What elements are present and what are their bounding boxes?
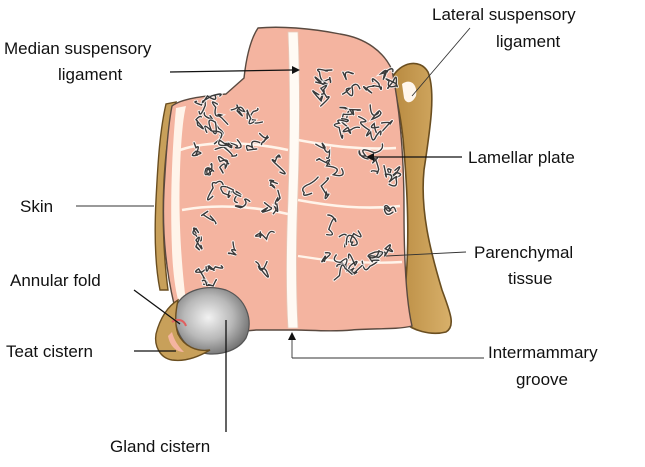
duct — [245, 140, 261, 151]
duct — [217, 156, 230, 174]
lateral-skin-flap — [391, 62, 453, 335]
duct — [227, 241, 237, 256]
duct — [321, 252, 331, 263]
duct — [272, 189, 281, 215]
label-intermammary-groove: Intermammary groove — [488, 343, 602, 389]
duct — [261, 202, 273, 213]
duct — [258, 132, 269, 146]
duct — [255, 260, 270, 278]
duct — [201, 279, 218, 287]
median-ligament — [286, 31, 300, 329]
duct — [234, 198, 251, 209]
duct — [271, 154, 286, 175]
label-parenchymal-tissue: Parenchymal tissue — [474, 243, 578, 288]
duct — [370, 157, 380, 175]
duct — [342, 126, 361, 134]
duct — [254, 230, 275, 241]
label-lateral-suspensory-ligament: Lateral suspensory ligament — [432, 5, 580, 51]
leader-lines — [76, 27, 484, 432]
duct — [230, 104, 246, 117]
duct — [269, 179, 278, 189]
duct — [246, 109, 255, 125]
duct — [378, 68, 394, 81]
duct — [316, 68, 333, 84]
duct — [302, 176, 319, 196]
duct — [383, 204, 397, 216]
duct — [383, 165, 398, 187]
duct — [387, 166, 402, 180]
label-median-suspensory-ligament: Median suspensory ligament — [4, 39, 156, 84]
duct — [191, 142, 202, 157]
left-lateral-ligament — [171, 106, 186, 306]
duct — [320, 177, 330, 200]
duct — [367, 249, 384, 263]
duct — [211, 101, 229, 125]
duct — [341, 83, 361, 97]
duct — [333, 264, 353, 281]
teat — [154, 298, 211, 362]
duct-network — [190, 67, 403, 288]
label-skin: Skin — [20, 197, 53, 216]
duct — [326, 214, 337, 236]
label-lamellar-plate: Lamellar plate — [468, 148, 575, 167]
duct — [201, 93, 222, 104]
duct — [214, 146, 238, 157]
duct — [320, 84, 330, 107]
duct — [200, 210, 217, 225]
duct — [205, 264, 224, 272]
label-gland-cistern: Gland cistern — [110, 437, 210, 456]
duct — [369, 104, 382, 121]
label-annular-fold: Annular fold — [10, 271, 101, 290]
duct — [220, 185, 242, 199]
duct — [195, 115, 204, 130]
duct — [345, 230, 362, 247]
duct — [358, 143, 384, 160]
duct — [204, 163, 215, 176]
duct — [342, 71, 354, 81]
duct — [358, 115, 382, 141]
duct — [362, 78, 383, 94]
duct — [217, 139, 233, 149]
duct — [315, 142, 331, 160]
duct — [333, 118, 349, 139]
duct — [195, 236, 203, 251]
duct — [206, 180, 224, 201]
label-teat-cistern: Teat cistern — [6, 342, 93, 361]
duct — [315, 158, 344, 177]
duct — [385, 76, 398, 90]
